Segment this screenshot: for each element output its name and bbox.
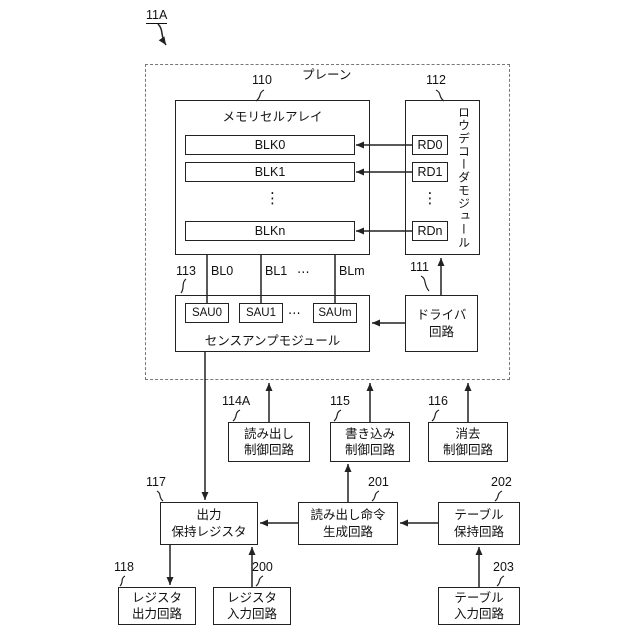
bitline-blm-label: BLm xyxy=(339,264,365,278)
block-blk1: BLK1 xyxy=(185,162,355,182)
read-command-generation-circuit-box: 読み出し命令 生成回路 xyxy=(298,502,398,545)
read-control-circuit-box: 読み出し 制御回路 xyxy=(228,422,310,462)
unit-sau0: SAU0 xyxy=(185,303,229,323)
plane-dashed-box xyxy=(145,64,510,380)
leader-201 xyxy=(371,490,380,502)
leader-202 xyxy=(494,490,503,502)
ref-111-driver: 111 xyxy=(410,260,430,274)
leader-116 xyxy=(431,409,440,422)
blk-vertical-ellipsis: ⋮ xyxy=(265,190,280,207)
table-input-circuit-box: テーブル 入力回路 xyxy=(438,587,520,625)
block-blk0: BLK0 xyxy=(185,135,355,155)
ref-112-row-decoder: 112 xyxy=(426,73,446,87)
ref-116-erase-ctrl: 116 xyxy=(428,394,448,408)
register-output-circuit-box: レジスタ 出力回路 xyxy=(118,587,196,625)
driver-circuit-box: ドライバ 回路 xyxy=(405,295,478,352)
figure-ref-label: 11A xyxy=(146,8,168,24)
row-decoder-module-title: ロウデコーダモジュール xyxy=(456,106,471,249)
memory-cell-array-title: メモリセルアレイ xyxy=(222,110,323,124)
ref-203-table-in: 203 xyxy=(493,560,514,574)
ref-200-reg-in: 200 xyxy=(252,560,273,574)
ref-117-out-reg: 117 xyxy=(146,475,166,489)
leader-203 xyxy=(496,575,505,587)
leader-200 xyxy=(255,575,264,587)
ref-113-sense-amp: 113 xyxy=(176,264,196,278)
ref-201-read-cmd-gen: 201 xyxy=(368,475,389,489)
sense-amp-module-title: センスアンプモジュール xyxy=(204,334,341,348)
leader-117 xyxy=(156,490,164,502)
leader-118 xyxy=(119,575,126,587)
ref-114A-read-ctrl: 114A xyxy=(222,394,251,408)
figure-ref-arrow xyxy=(157,23,167,46)
table-holding-circuit-box: テーブル 保持回路 xyxy=(438,502,520,545)
bitline-bl1-label: BL1 xyxy=(265,264,288,278)
unit-rd1: RD1 xyxy=(412,162,448,182)
bitline-ellipsis: ⋯ xyxy=(297,265,310,279)
bitline-bl0-label: BL0 xyxy=(211,264,234,278)
unit-saum: SAUm xyxy=(313,303,357,323)
ref-202-table-hold: 202 xyxy=(491,475,512,489)
ref-118-reg-out: 118 xyxy=(114,560,134,574)
plane-label: プレーン xyxy=(302,68,352,82)
register-input-circuit-box: レジスタ 入力回路 xyxy=(213,587,291,625)
output-holding-register-box: 出力 保持レジスタ xyxy=(160,502,258,545)
unit-rd0: RD0 xyxy=(412,135,448,155)
unit-rdn: RDn xyxy=(412,221,448,241)
write-control-circuit-box: 書き込み 制御回路 xyxy=(330,422,410,462)
erase-control-circuit-box: 消去 制御回路 xyxy=(428,422,508,462)
unit-sau1: SAU1 xyxy=(239,303,283,323)
leader-114A xyxy=(232,409,241,422)
ref-110-memory-cell-array: 110 xyxy=(252,73,272,87)
block-blkn: BLKn xyxy=(185,221,355,241)
leader-115 xyxy=(333,409,342,422)
sau-ellipsis: ⋯ xyxy=(288,306,301,320)
ref-115-write-ctrl: 115 xyxy=(330,394,350,408)
rd-vertical-ellipsis: ⋮ xyxy=(422,190,438,207)
